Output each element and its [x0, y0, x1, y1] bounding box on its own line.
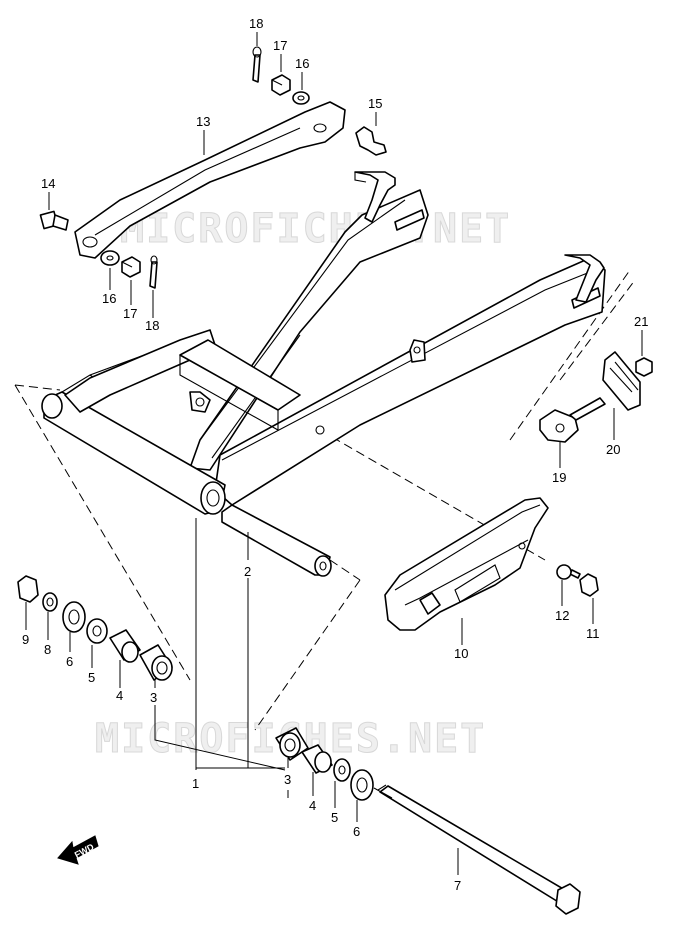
callout-1: 1: [192, 776, 199, 791]
callout-4-left: 4: [116, 688, 123, 703]
callout-15: 15: [368, 96, 382, 111]
callout-19: 19: [552, 470, 566, 485]
part-10-chain-guide: [384, 497, 549, 631]
part-20-chain-tensioner: [602, 351, 641, 411]
hardware-lower: [100, 250, 158, 289]
fwd-arrow: FWD: [57, 835, 99, 865]
swingarm: [41, 171, 606, 515]
callout-4-right: 4: [309, 798, 316, 813]
part-15-bolt: [355, 126, 387, 156]
callout-16-top: 16: [295, 56, 309, 71]
callout-18-bottom: 18: [145, 318, 159, 333]
callout-10: 10: [454, 646, 468, 661]
callout-3-left: 3: [150, 690, 157, 705]
leader-lines: [25, 32, 643, 875]
part-12-collar: [556, 564, 572, 580]
callout-numbers: 1 2 3 3 4 4 5 5 6 6 7 8 9 10 11 12 13 14…: [22, 16, 648, 893]
part-7-pivot-shaft: [373, 784, 581, 915]
left-bearing-stack: [17, 575, 173, 681]
watermark-top: MICROFICHES.NET: [120, 206, 511, 252]
callout-5-right: 5: [331, 810, 338, 825]
callout-17-top: 17: [273, 38, 287, 53]
callout-17-bottom: 17: [123, 306, 137, 321]
callout-6-left: 6: [66, 654, 73, 669]
callout-9: 9: [22, 632, 29, 647]
part-21-nut: [635, 357, 653, 377]
callout-21: 21: [634, 314, 648, 329]
callout-16-bottom: 16: [102, 291, 116, 306]
callout-12: 12: [555, 608, 569, 623]
callout-11: 11: [586, 626, 600, 641]
callout-14: 14: [41, 176, 55, 191]
part-19-adjuster: [539, 397, 606, 443]
part-13-torque-link: [74, 101, 346, 259]
part-11-bolt: [569, 569, 599, 597]
part-2-spacer: [221, 504, 332, 577]
callout-13: 13: [196, 114, 210, 129]
callout-20: 20: [606, 442, 620, 457]
right-bearing-stack: [275, 727, 374, 801]
callout-18-top: 18: [249, 16, 263, 31]
callout-6-right: 6: [353, 824, 360, 839]
hardware-upper: [252, 46, 310, 105]
callout-5-left: 5: [88, 670, 95, 685]
callout-8: 8: [44, 642, 51, 657]
part-14-bolt: [39, 210, 69, 231]
callout-7: 7: [454, 878, 461, 893]
callout-2: 2: [244, 564, 251, 579]
callout-3-right: 3: [284, 772, 291, 787]
